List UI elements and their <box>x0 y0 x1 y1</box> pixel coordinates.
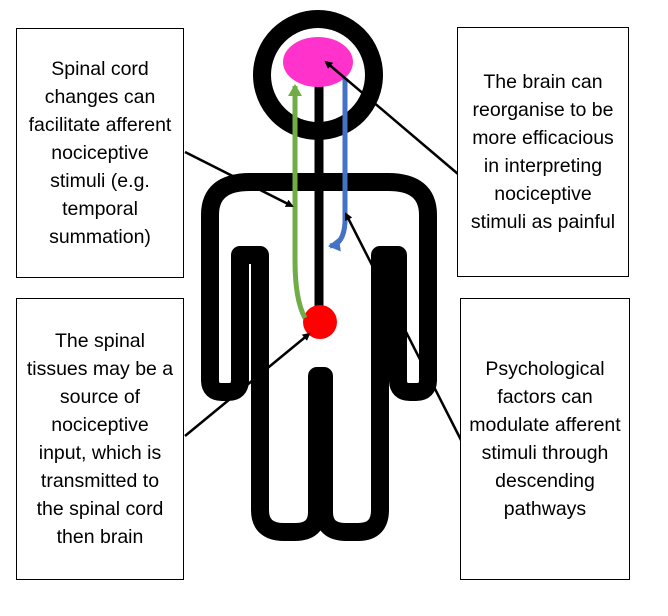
pointer-tissues <box>184 332 311 437</box>
spinal-source-dot <box>303 305 337 339</box>
psychological-factors-text-box: Psychological factors can modulate affer… <box>460 298 630 580</box>
brain-text-box: The brain can reorganise to be more effi… <box>457 27 629 277</box>
spinal-tissues-text-box: The spinal tissues may be a source of no… <box>16 298 184 580</box>
spinal-cord-text-box: Spinal cord changes can facilitate affer… <box>16 28 184 278</box>
descending-pathway-arrow <box>328 78 348 252</box>
spinal-cord-caption: Spinal cord changes can facilitate affer… <box>28 58 172 248</box>
pointer-spinal-cord <box>184 150 294 208</box>
pointer-brain <box>324 60 459 175</box>
brain-ellipse <box>283 37 353 87</box>
psychological-factors-caption: Psychological factors can modulate affer… <box>469 358 621 520</box>
spinal-tissues-caption: The spinal tissues may be a source of no… <box>26 330 174 548</box>
ascending-pathway-arrow <box>288 84 308 320</box>
body-outline <box>201 173 437 541</box>
pointer-psychological <box>344 212 463 441</box>
brain-caption: The brain can reorganise to be more effi… <box>470 71 616 233</box>
